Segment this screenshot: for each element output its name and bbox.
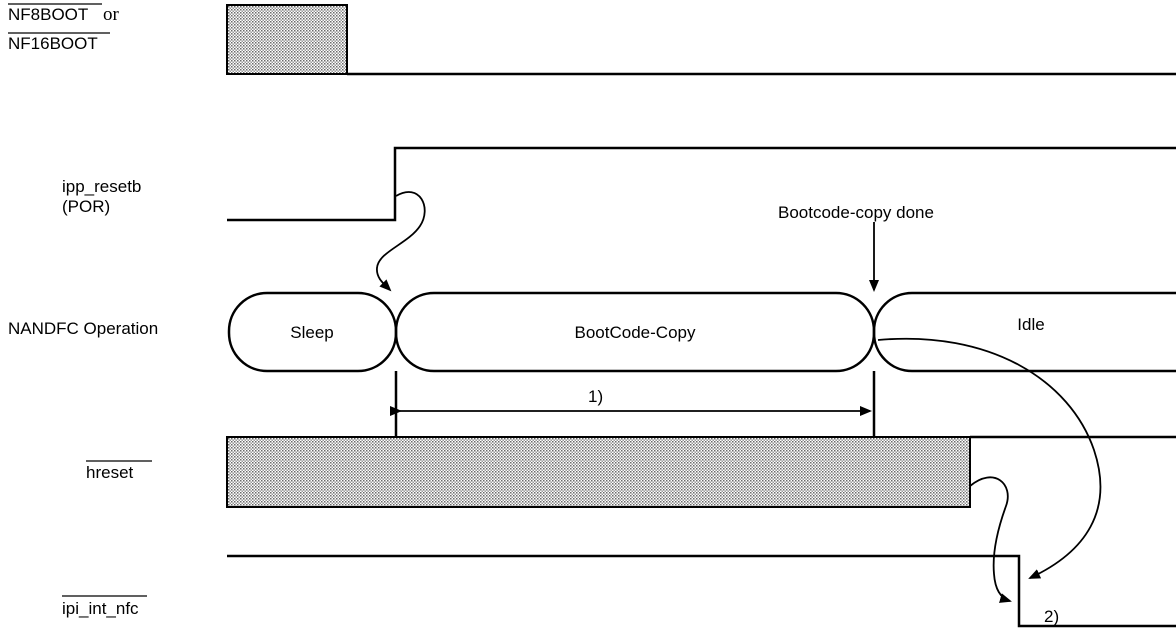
state-idle-label: Idle <box>1017 315 1044 334</box>
ipp-resetb-waveform <box>227 146 1176 222</box>
ipi-int-nfc-label: ipi_int_nfc <box>62 599 139 618</box>
reset-causality-arrow <box>376 191 426 292</box>
bootcode-copy-done-label: Bootcode-copy done <box>778 203 934 222</box>
note-2-label: 2) <box>1044 607 1059 626</box>
nfboot-hatched-region <box>226 4 348 75</box>
hreset-hatched-region <box>226 436 971 508</box>
state-idle <box>872 291 1176 373</box>
ipp-resetb-por-label: (POR) <box>62 197 110 216</box>
hreset-causality-arrow <box>969 476 1012 603</box>
ipp-resetb-label: ipp_resetb <box>62 177 141 196</box>
state-bootcode-copy-label: BootCode-Copy <box>575 323 696 342</box>
nfboot-label-line1: NF8BOOT <box>8 5 88 24</box>
nfboot-label-or: or <box>103 4 120 25</box>
idle-interrupt-arrow <box>877 337 1102 579</box>
note-1-label: 1) <box>588 387 603 406</box>
hreset-label: hreset <box>86 463 134 482</box>
ipi-int-nfc-waveform <box>227 554 1176 628</box>
nfboot-label-line2: NF16BOOT <box>8 34 98 53</box>
state-sleep-label: Sleep <box>290 323 333 342</box>
nandfc-operation-label: NANDFC Operation <box>8 319 158 338</box>
